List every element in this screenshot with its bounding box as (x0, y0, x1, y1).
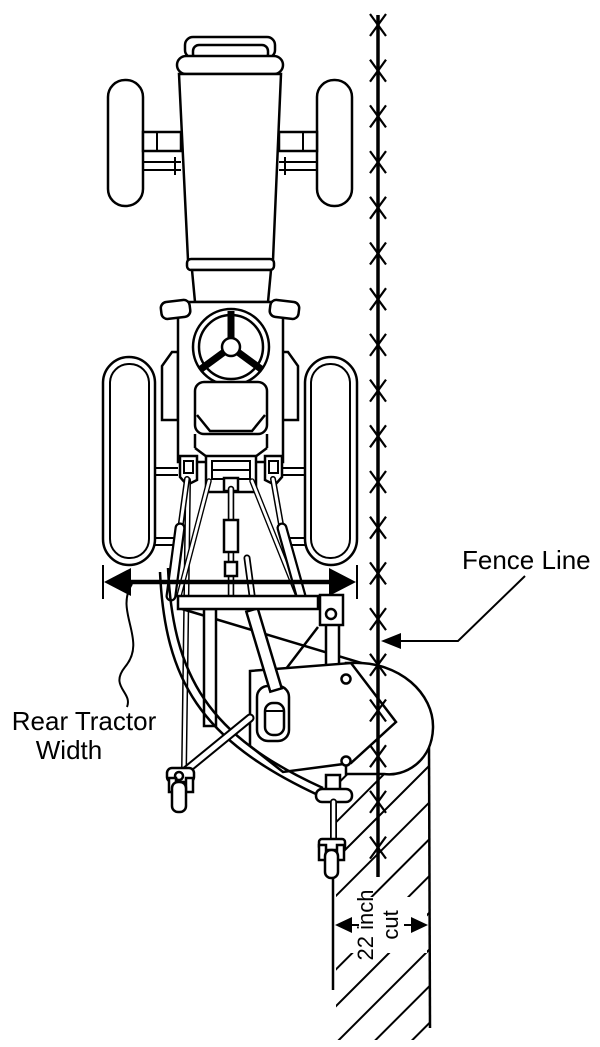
deck-bolt-bottom (340, 755, 352, 767)
fence-leader-line (399, 575, 526, 642)
fence (369, 13, 387, 877)
hood (177, 72, 283, 262)
front-left-wheel (106, 78, 145, 208)
cut-arrow-left (335, 917, 352, 933)
rear-width-dimension (102, 565, 358, 708)
right-bracket (318, 593, 345, 627)
right-fender (280, 350, 300, 422)
tractor (101, 35, 359, 567)
hitch-brackets (178, 454, 284, 487)
hitch-crossbar (176, 594, 320, 611)
swing-arm (158, 567, 324, 797)
tail-wheel-assembly (314, 773, 354, 990)
right-mirror (268, 298, 301, 321)
cut-width-label-line2: cut (378, 910, 403, 939)
rear-width-label-line1: Rear Tractor (12, 706, 157, 736)
fence-line-callout: Fence Line (381, 545, 591, 649)
front-right-wheel (315, 78, 354, 208)
gearbox-clevis (255, 684, 291, 743)
rear-left-wheel (101, 355, 157, 567)
left-fender (160, 350, 180, 422)
deck-bolt-top (340, 673, 352, 685)
left-caster-assembly (165, 713, 255, 814)
bracket-stub (324, 621, 341, 670)
front-axle (141, 130, 319, 175)
fence-line-label: Fence Line (462, 545, 591, 575)
fence-leader-arrowhead (381, 633, 401, 649)
mower-implement (158, 567, 435, 990)
dash-section (190, 268, 273, 304)
width-arrow-left (104, 568, 131, 596)
width-arrow-right (329, 568, 356, 596)
fence-barbs (369, 13, 387, 860)
seat (193, 380, 269, 436)
rear-width-label: Rear Tractor Width (12, 706, 157, 765)
front-cowl (175, 54, 285, 76)
cut-swath-hatching (336, 742, 432, 1040)
steering-wheel (191, 307, 271, 387)
rear-right-wheel (303, 355, 359, 567)
three-point-linkage (165, 476, 307, 774)
left-mirror (159, 298, 192, 321)
cut-arrow-right (411, 917, 428, 933)
cut-width-label-line1: 22 inch (353, 890, 378, 961)
uncut-edge-line (427, 744, 432, 1029)
cut-dimension: 22 inch cut (335, 890, 428, 961)
rear-width-label-line2: Width (36, 735, 102, 765)
squiggle-leader (118, 583, 135, 708)
hood-seam (185, 257, 276, 272)
